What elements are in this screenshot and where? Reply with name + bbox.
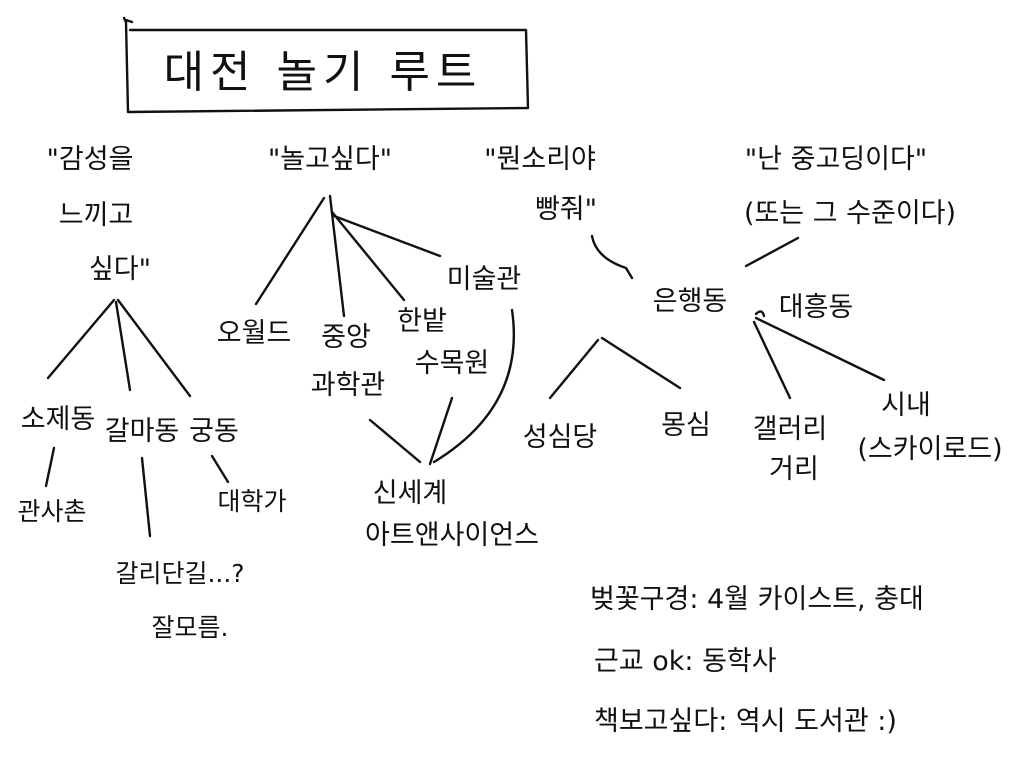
- edge-emotion-gungdong: [116, 298, 192, 398]
- title-box-top-stroke: [124, 18, 134, 24]
- places-bread: 은행동 대흥동 성심당 몽심 갤러리 거리 시내 (스카이로드): [523, 286, 1003, 485]
- place-galmadong-note1: 갈리단길...?: [115, 559, 244, 588]
- category-student-line1: "난 중고딩이다": [745, 144, 927, 175]
- place-shinsegae-line1: 신세계: [373, 478, 448, 509]
- edge-emotion-galmadong: [114, 300, 132, 392]
- place-gungdong: 궁동: [189, 416, 239, 447]
- place-gallery-line1: 갤러리: [753, 414, 828, 445]
- note-books: 책보고싶다: 역시 도서관 :): [594, 706, 897, 737]
- place-sinae-line2: (스카이로드): [857, 434, 1002, 465]
- edge-play-hanbat: [330, 210, 406, 302]
- place-sinae-line1: 시내: [881, 390, 931, 421]
- category-emotion: "감성을 느끼고 싶다": [47, 144, 152, 285]
- place-oworld: 오월드: [217, 318, 292, 349]
- category-play-line1: "놀고싶다": [268, 144, 392, 175]
- note-blossom: 벚꽃구경: 4월 카이스트, 충대: [590, 584, 924, 615]
- category-emotion-line2: 느끼고: [59, 200, 134, 231]
- place-science-line1: 중앙: [321, 322, 371, 353]
- place-science-line2: 과학관: [311, 370, 386, 401]
- place-galmadong: 갈마동: [105, 416, 180, 447]
- place-sungsimdang: 성심당: [523, 422, 598, 453]
- places-play: 오월드 중앙 과학관 한밭 수목원 미술관 신세계 아트앤사이언스: [217, 264, 539, 551]
- edge-eunhaengdong-mongsim: [600, 336, 682, 390]
- place-sojedong: 소제동: [21, 404, 96, 435]
- category-bread: "뭔소리야 빵줘": [484, 144, 597, 225]
- place-galmadong-note2: 잘모름.: [152, 613, 229, 642]
- edge-student-eunhaengdong: [744, 236, 800, 268]
- places-emotion: 소제동 관사촌 갈마동 갈리단길...? 잘모름. 궁동 대학가: [17, 404, 286, 642]
- category-student-line2: (또는 그 수준이다): [744, 198, 956, 229]
- place-hanbat-line1: 한밭: [397, 306, 447, 337]
- notes: 벚꽃구경: 4월 카이스트, 충대 근교 ok: 동학사 책보고싶다: 역시 도…: [590, 584, 924, 737]
- edge-museum-shinsegae: [432, 308, 516, 464]
- place-museum: 미술관: [447, 264, 522, 295]
- place-shinsegae-line2: 아트앤사이언스: [365, 520, 539, 551]
- category-bread-line1: "뭔소리야: [484, 144, 596, 175]
- edge-hanbat-shinsegae: [428, 396, 454, 466]
- place-gallery-line2: 거리: [769, 454, 819, 485]
- category-play: "놀고싶다": [268, 144, 392, 175]
- connector-lines: [44, 194, 886, 538]
- category-emotion-line3: 싶다": [89, 254, 151, 285]
- edge-gungdong-daehakga: [210, 454, 230, 484]
- category-emotion-line1: "감성을: [47, 144, 134, 175]
- place-daehakga: 대학가: [217, 487, 286, 516]
- edge-eunhaeng-daeheung-dot: [754, 310, 766, 318]
- place-daeheungdong: 대흥동: [779, 292, 854, 323]
- place-hanbat-line2: 수목원: [415, 348, 490, 379]
- edge-eunhaengdong-gallery: [752, 320, 792, 400]
- category-student: "난 중고딩이다" (또는 그 수준이다): [744, 144, 956, 229]
- title-box: 대전 놀기 루트: [122, 16, 530, 114]
- edge-galmadong-note: [140, 456, 152, 538]
- edge-play-oworld: [254, 196, 326, 306]
- place-gwansachon: 관사촌: [17, 497, 86, 526]
- place-mongsim: 몽심: [661, 410, 711, 441]
- edge-emotion-sojedong: [46, 298, 116, 380]
- note-suburb: 근교 ok: 동학사: [594, 646, 777, 677]
- edge-eunhaengdong-sinae: [754, 316, 886, 382]
- edge-sojedong-gwansachon: [44, 446, 56, 488]
- page-title: 대전 놀기 루트: [164, 47, 483, 98]
- edge-play-science: [328, 194, 346, 318]
- title-box-outline: [122, 16, 530, 114]
- place-eunhaengdong: 은행동: [653, 286, 728, 317]
- edge-play-museum: [332, 214, 442, 258]
- category-bread-line2: 빵줘": [535, 194, 597, 225]
- edge-eunhaengdong-sungsimdang: [548, 338, 600, 400]
- edge-science-shinsegae: [368, 418, 422, 464]
- edge-bread-eunhaengdong: [590, 234, 634, 280]
